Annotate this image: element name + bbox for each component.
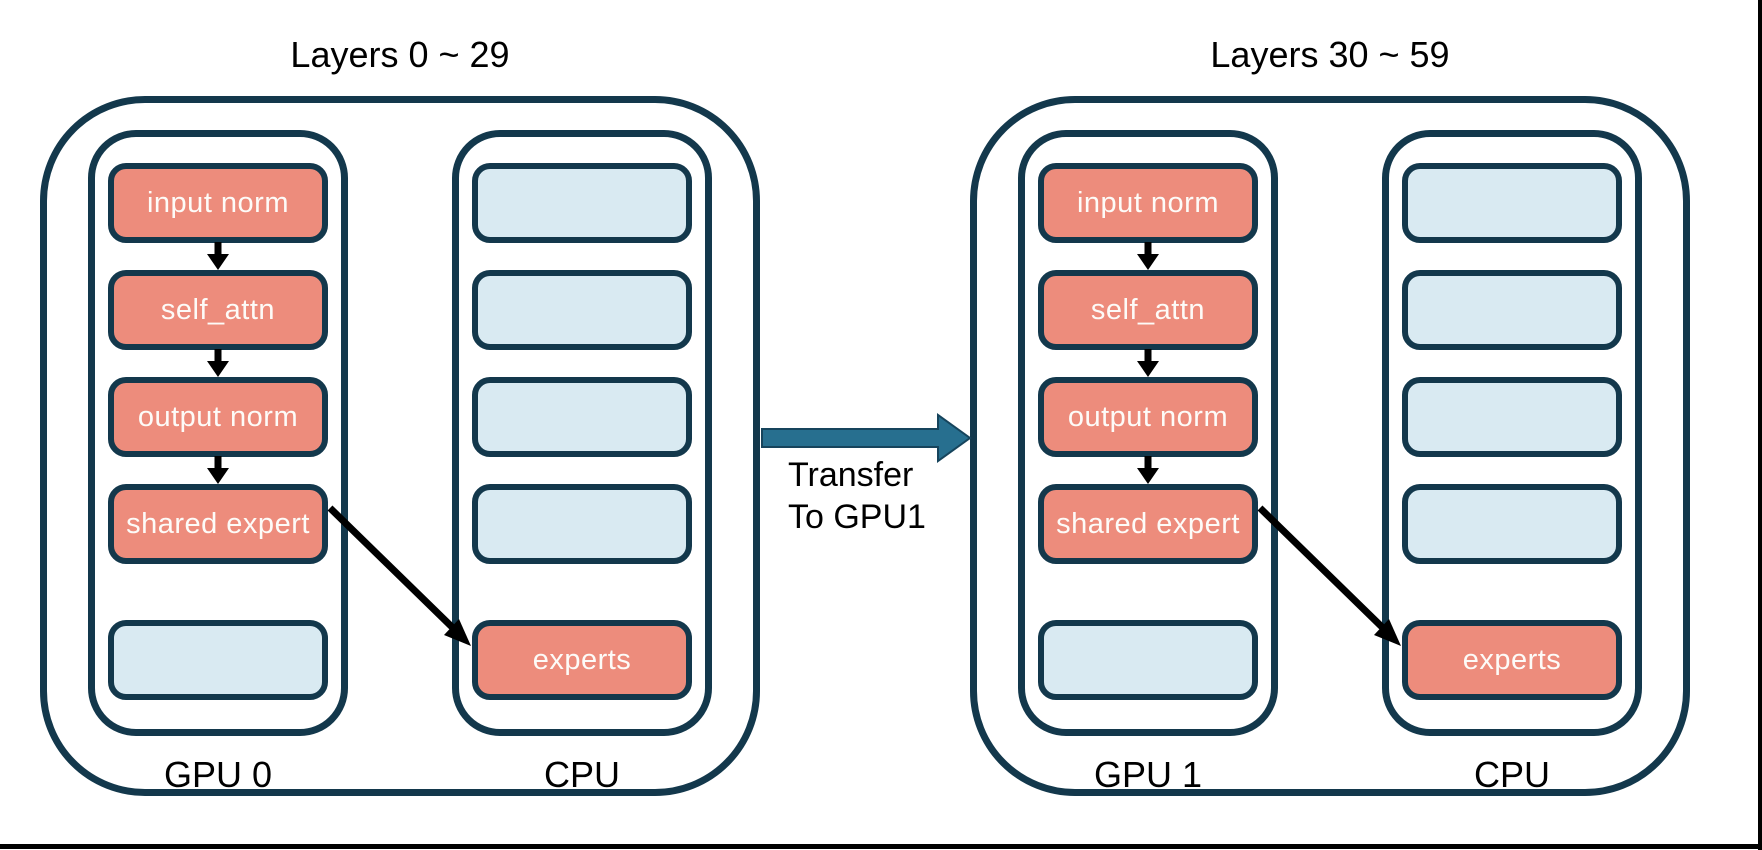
self-attn-box: self_attn: [108, 270, 328, 350]
empty-slot-box: [472, 377, 692, 457]
input-norm-box: input norm: [108, 163, 328, 243]
shared-expert-box: shared expert: [108, 484, 328, 564]
experts-box: experts: [472, 620, 692, 700]
empty-slot-box: [1402, 484, 1622, 564]
window-right-edge: [1758, 0, 1762, 850]
empty-slot-box: [1402, 163, 1622, 243]
empty-slot-box: [472, 484, 692, 564]
section-title-layers-30-59: Layers 30 ~ 59: [1210, 34, 1450, 75]
transfer-label-line2: To GPU1: [788, 498, 926, 536]
shared-expert-box: shared expert: [1038, 484, 1258, 564]
cpu-label-left: CPU: [543, 754, 620, 795]
transfer-label: Transfer To GPU1: [788, 454, 926, 538]
cpu-label-right: CPU: [1473, 754, 1550, 795]
empty-slot-box: [1402, 377, 1622, 457]
empty-slot-box: [472, 270, 692, 350]
section-title-layers-0-29: Layers 0 ~ 29: [290, 34, 510, 75]
empty-slot-box: [108, 620, 328, 700]
output-norm-box: output norm: [108, 377, 328, 457]
self-attn-box: self_attn: [1038, 270, 1258, 350]
transfer-label-line1: Transfer: [788, 456, 914, 494]
empty-slot-box: [1038, 620, 1258, 700]
output-norm-box: output norm: [1038, 377, 1258, 457]
gpu0-label: GPU 0: [163, 754, 273, 795]
gpu1-label: GPU 1: [1093, 754, 1203, 795]
window-bottom-edge: [0, 844, 1762, 849]
experts-box: experts: [1402, 620, 1622, 700]
empty-slot-box: [1402, 270, 1622, 350]
input-norm-box: input norm: [1038, 163, 1258, 243]
empty-slot-box: [472, 163, 692, 243]
